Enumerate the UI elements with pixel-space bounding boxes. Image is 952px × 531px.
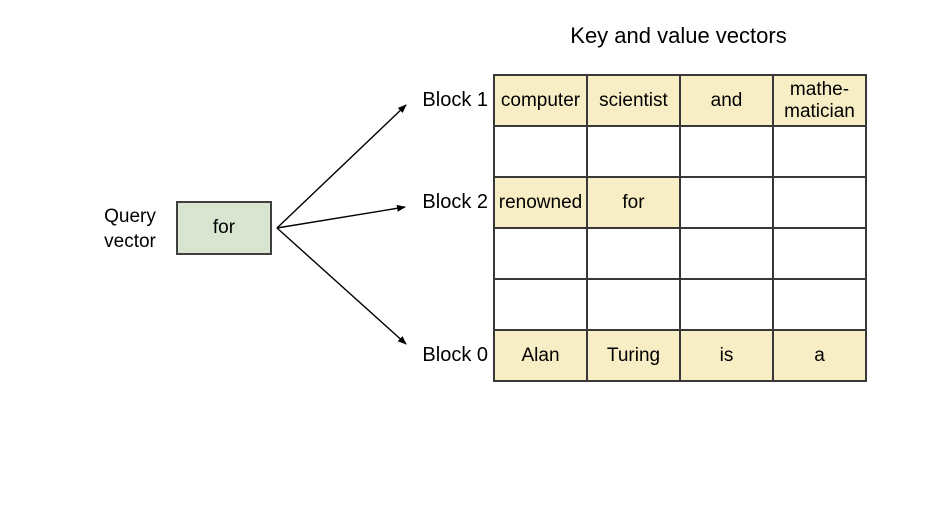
table-cell: Alan	[493, 329, 588, 382]
table-cell	[772, 176, 867, 229]
table-cell	[679, 227, 774, 280]
query-vector-label: Query vector	[104, 206, 156, 252]
block-label-2: Block 2	[422, 191, 488, 213]
table-cell	[586, 227, 681, 280]
block-label-0: Block 0	[422, 344, 488, 366]
key-value-table: computer scientist and mathe- matician r…	[493, 74, 867, 382]
table-cell	[586, 278, 681, 331]
table-cell	[493, 278, 588, 331]
table-cell	[586, 125, 681, 178]
table-cell: and	[679, 74, 774, 127]
table-row	[493, 227, 867, 280]
table-row: Alan Turing is a	[493, 329, 867, 382]
table-cell	[493, 125, 588, 178]
table-cell: mathe- matician	[772, 74, 867, 127]
table-cell: renowned	[493, 176, 588, 229]
table-cell: computer	[493, 74, 588, 127]
table-row: renowned for	[493, 176, 867, 229]
table-cell: Turing	[586, 329, 681, 382]
table-row	[493, 278, 867, 331]
table-cell: for	[586, 176, 681, 229]
table-cell	[772, 227, 867, 280]
table-cell: is	[679, 329, 774, 382]
table-cell	[772, 278, 867, 331]
block-label-1: Block 1	[422, 89, 488, 111]
arrow-to-block-0	[276, 227, 407, 345]
table-cell	[679, 125, 774, 178]
diagram-title: Key and value vectors	[570, 23, 787, 48]
table-cell: a	[772, 329, 867, 382]
table-cell	[493, 227, 588, 280]
table-row: computer scientist and mathe- matician	[493, 74, 867, 127]
table-cell	[679, 278, 774, 331]
table-cell	[772, 125, 867, 178]
query-box: for	[176, 201, 272, 255]
arrow-to-block-1	[276, 104, 407, 229]
arrow-to-block-2	[276, 204, 406, 229]
table-cell: scientist	[586, 74, 681, 127]
table-row	[493, 125, 867, 178]
table-cell	[679, 176, 774, 229]
